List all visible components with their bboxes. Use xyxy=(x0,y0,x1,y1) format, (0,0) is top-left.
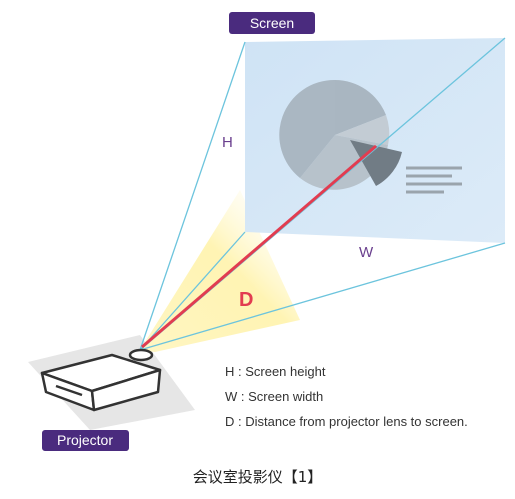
figure-caption: 会议室投影仪【1】 xyxy=(192,468,323,486)
screen-pie-chart xyxy=(279,79,402,190)
projector-icon xyxy=(40,348,162,412)
screen-label-pill xyxy=(229,12,315,34)
width-symbol: W xyxy=(359,244,374,261)
projector-label-pill xyxy=(42,430,129,451)
screen-label: Screen xyxy=(250,15,294,31)
legend-distance: D : Distance from projector lens to scre… xyxy=(225,414,468,429)
legend: H : Screen height W : Screen width D : D… xyxy=(225,364,468,429)
legend-width: W : Screen width xyxy=(225,389,323,404)
light-cone xyxy=(140,190,300,352)
projector-label: Projector xyxy=(57,432,113,448)
height-symbol: H xyxy=(222,134,233,151)
distance-line xyxy=(141,144,377,349)
screen-text-lines xyxy=(406,166,462,194)
distance-symbol: D xyxy=(239,289,253,311)
legend-height: H : Screen height xyxy=(225,364,326,379)
